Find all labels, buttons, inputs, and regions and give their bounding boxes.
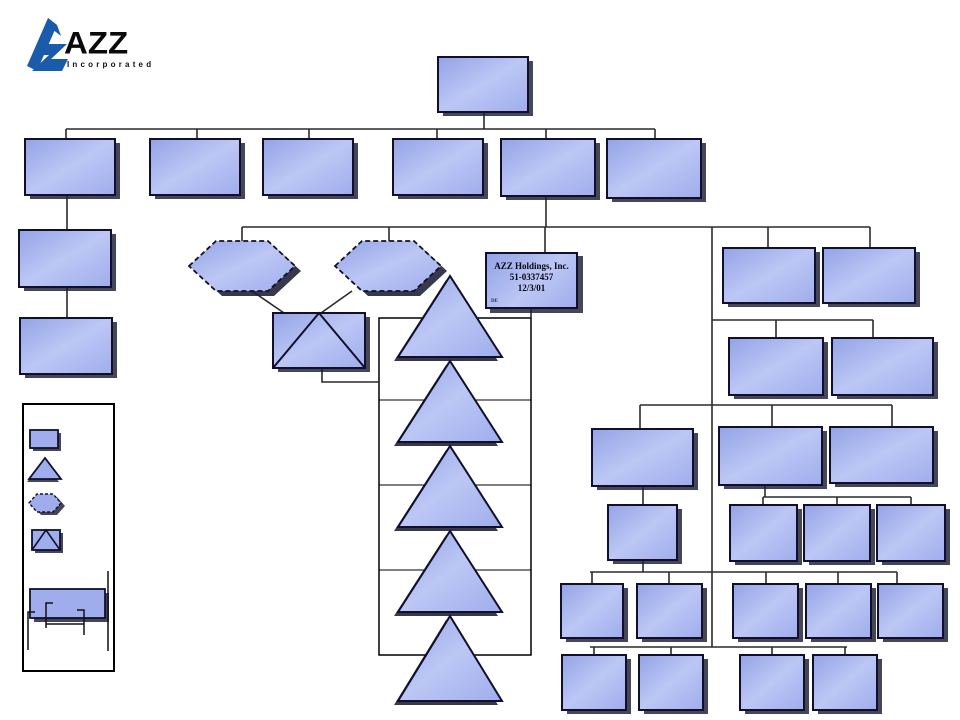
legend-shapes [27, 429, 109, 651]
envelope-node [272, 312, 366, 369]
triangle-node-3 [396, 444, 504, 528]
legend-bracket-lines [27, 571, 109, 651]
tier2-box-1 [24, 138, 116, 196]
root-box [437, 56, 529, 113]
legend-hexagon-dashed-shape-icon [28, 493, 65, 515]
triangle-node-5 [396, 614, 504, 702]
right-box-d [831, 337, 934, 396]
right-box-f [718, 426, 823, 486]
right-row2-box-4 [805, 583, 872, 639]
holdings-corner-note: DE [491, 299, 498, 304]
right-box-g [829, 426, 934, 484]
right-row3-box-1 [561, 654, 627, 711]
legend-triangle-shape-icon [27, 456, 63, 482]
triangle-node-2 [396, 359, 504, 443]
right-row2-box-5 [877, 583, 944, 639]
triangle-node-4 [396, 529, 504, 613]
right-row3-box-2 [638, 654, 704, 711]
legend-bracket-rectangle-shape-icon [27, 571, 109, 651]
holdings-date: 12/3/01 [517, 283, 546, 293]
right-row1-box-3 [876, 504, 946, 562]
tier2-box-4 [392, 138, 484, 196]
connector-line-20 [320, 290, 353, 314]
hexagon-node-1 [187, 240, 297, 292]
azz-logo: AZZ Incorporated [24, 12, 154, 72]
triangle-node-1 [396, 274, 504, 358]
left-chain-box-2 [19, 317, 113, 375]
right-row1-box-1 [729, 504, 798, 562]
holdings-name: AZZ Holdings, Inc. [494, 261, 569, 271]
right-row3-box-4 [812, 654, 878, 711]
tier2-box-6 [606, 138, 702, 199]
left-chain-box-1 [18, 229, 112, 288]
holdings-box: AZZ Holdings, Inc. 51-0337457 12/3/01 DE [485, 252, 578, 309]
holdings-ein: 51-0337457 [509, 272, 554, 282]
logo-sub-text: Incorporated [67, 60, 155, 69]
logo-brand-text: AZZ [64, 24, 129, 61]
connector-line-21 [321, 368, 379, 383]
tier2-box-2 [149, 138, 241, 196]
right-row3-box-3 [739, 654, 805, 711]
right-row2-box-1 [560, 583, 624, 639]
legend-panel [22, 403, 115, 672]
legend-rectangle-with-inscribed-triangle-shape-icon [31, 528, 63, 553]
azz-logo-mark-icon [27, 18, 68, 71]
envelope-node-inscribed-triangle [272, 311, 366, 369]
right-box-a [722, 247, 816, 304]
legend-rectangle-shape-icon [29, 429, 61, 451]
tier2-box-5 [500, 138, 596, 197]
right-row2-box-2 [636, 583, 703, 639]
right-box-b [822, 247, 916, 304]
right-box-e [591, 428, 694, 487]
right-box-c [728, 337, 824, 396]
hexagon-node-2 [333, 240, 443, 292]
right-box-h [607, 504, 678, 561]
tier2-box-3 [262, 138, 354, 196]
right-row2-box-3 [732, 583, 799, 639]
right-row1-box-2 [803, 504, 871, 562]
